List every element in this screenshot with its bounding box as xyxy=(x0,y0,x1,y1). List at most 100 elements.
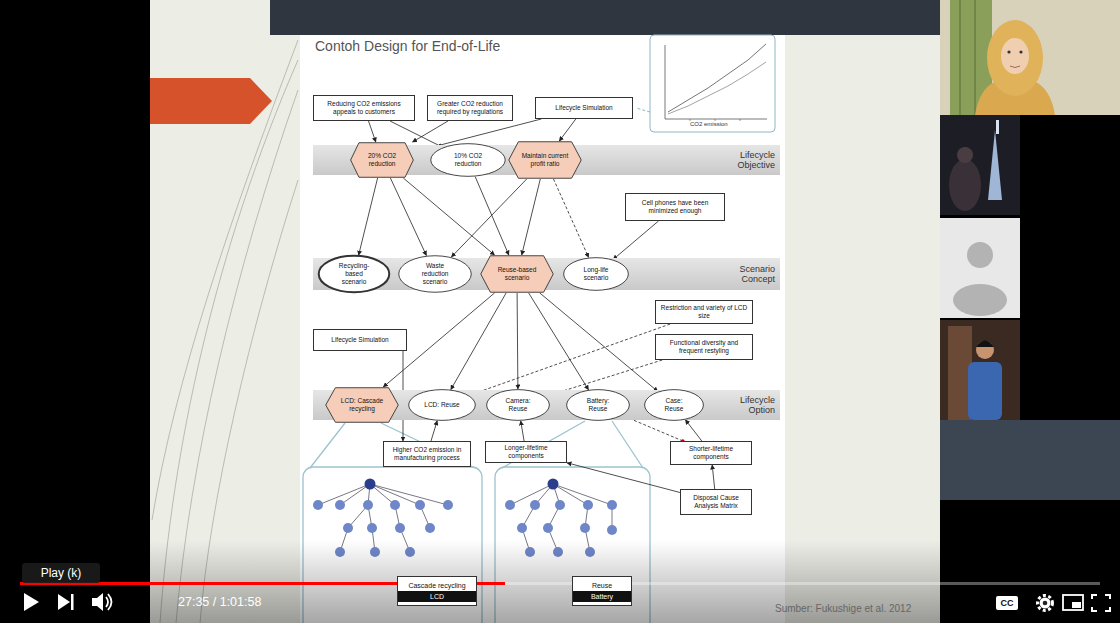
participant-tile xyxy=(940,0,1120,115)
svg-circle xyxy=(607,500,617,510)
svg-path xyxy=(1105,607,1110,611)
svg-line xyxy=(665,119,767,120)
miniplayer-icon xyxy=(1063,595,1083,610)
node-text: Battery: Reuse xyxy=(580,397,616,413)
process-box: Shorter-lifetime components xyxy=(670,441,752,465)
svg-path xyxy=(160,60,298,623)
title-bar xyxy=(270,0,940,35)
svg-rect xyxy=(968,362,1002,420)
node-text: Functional diversity and frequent restyl… xyxy=(658,339,750,355)
node-text: Waste reduction scenario xyxy=(415,262,456,286)
connector-arrow xyxy=(529,293,589,390)
svg-polyline xyxy=(668,62,766,114)
connector-arrow xyxy=(359,178,378,255)
node-text: Long-life scenario xyxy=(578,266,615,282)
svg-line xyxy=(974,0,976,115)
svg-path xyxy=(976,341,994,348)
stage-band: Scenario ConceptRecycling-based scenario… xyxy=(313,258,780,290)
svg-rect xyxy=(940,115,1020,215)
connector-arrow xyxy=(431,421,437,441)
svg-polyline xyxy=(668,44,766,112)
ellipse-shape xyxy=(564,258,629,291)
hexagon-shape xyxy=(509,142,582,178)
svg-circle xyxy=(1007,50,1010,53)
band-label: Lifecycle Objective xyxy=(713,150,775,170)
process-box: Reducing CO2 emissions appeals to custom… xyxy=(313,95,415,121)
connector-arrow xyxy=(451,293,506,390)
svg-circle xyxy=(365,479,376,490)
connector-arrow xyxy=(413,121,449,142)
svg-circle xyxy=(967,242,993,268)
node-text: Recycling-based scenario xyxy=(334,262,374,286)
option-ellipse: 10% CO2 reduction xyxy=(430,143,506,177)
svg-rect xyxy=(1063,595,1083,610)
stage-band: Lifecycle Objective 20% CO2 reduction 10% … xyxy=(313,145,780,175)
svg-circle xyxy=(425,523,435,533)
option-ellipse: Long-life scenario xyxy=(563,257,629,291)
svg-circle xyxy=(335,500,345,510)
svg-path xyxy=(1010,66,1020,68)
fullscreen-icon xyxy=(1092,595,1110,611)
process-box: Lifecycle Simulation xyxy=(535,97,633,119)
node-text: Reducing CO2 emissions appeals to custom… xyxy=(316,100,412,116)
text-label: CO2 emission xyxy=(690,121,728,127)
connector-arrow xyxy=(522,179,541,255)
slide-ornament xyxy=(152,40,298,623)
svg-path xyxy=(1092,607,1097,611)
connector-arrow xyxy=(613,221,658,260)
svg-circle xyxy=(343,523,353,533)
svg-polygon xyxy=(92,593,103,611)
svg-rect xyxy=(650,35,775,132)
svg-circle xyxy=(530,500,540,510)
option-ellipse: Battery: Reuse xyxy=(566,389,630,421)
cc-button xyxy=(996,596,1018,610)
connector-arrow xyxy=(469,324,670,395)
svg-line xyxy=(381,423,475,468)
svg-circle xyxy=(313,500,323,510)
node-text: Restriction and variety of LCD size xyxy=(658,304,750,320)
svg-line xyxy=(665,45,666,119)
svg-circle xyxy=(1019,50,1022,53)
svg-path xyxy=(1105,595,1110,599)
text-label: CC xyxy=(996,596,1018,610)
connector-arrow xyxy=(567,463,680,493)
svg-rect xyxy=(996,120,999,134)
node-text: 10% CO2 reduction xyxy=(447,152,490,168)
svg-line xyxy=(959,0,961,115)
svg-line xyxy=(715,119,716,121)
svg-rect xyxy=(71,594,74,610)
connector-arrow xyxy=(475,177,509,255)
process-box: Restriction and variety of LCD size xyxy=(655,300,753,324)
svg-line xyxy=(370,484,448,505)
svg-rect xyxy=(940,0,1120,115)
svg-line xyxy=(740,119,741,121)
svg-circle xyxy=(505,500,515,510)
svg-circle xyxy=(363,500,373,510)
orange-arrow xyxy=(150,78,272,124)
node-text: Reuse xyxy=(573,580,631,591)
node-text: Longer-lifetime components xyxy=(488,444,564,460)
svg-circle xyxy=(548,479,559,490)
ellipse-shape xyxy=(431,144,505,177)
svg-rect xyxy=(940,218,1020,318)
svg-ellipse xyxy=(953,284,1007,316)
option-ellipse: Waste reduction scenario xyxy=(398,255,472,293)
ellipse-shape xyxy=(319,256,390,292)
node-text: Case: Reuse xyxy=(657,397,691,413)
selected-hexagon: 20% CO2 reduction xyxy=(350,142,414,178)
connector-arrow xyxy=(712,465,715,489)
svg-line xyxy=(690,119,691,121)
text-label: Play (k) xyxy=(22,563,100,583)
participant-tile xyxy=(940,320,1020,420)
next-icon xyxy=(58,594,74,610)
node-text: Lifecycle Simulation xyxy=(538,104,630,112)
connector-arrow xyxy=(369,121,376,142)
volume-icon xyxy=(92,593,112,611)
player-shade xyxy=(0,540,1120,623)
stage-band: Lifecycle OptionLCD: Cascade recyclingLC… xyxy=(313,390,780,420)
slide-ground xyxy=(150,0,940,623)
svg-ellipse xyxy=(949,159,981,211)
participant-tile xyxy=(940,218,1020,318)
